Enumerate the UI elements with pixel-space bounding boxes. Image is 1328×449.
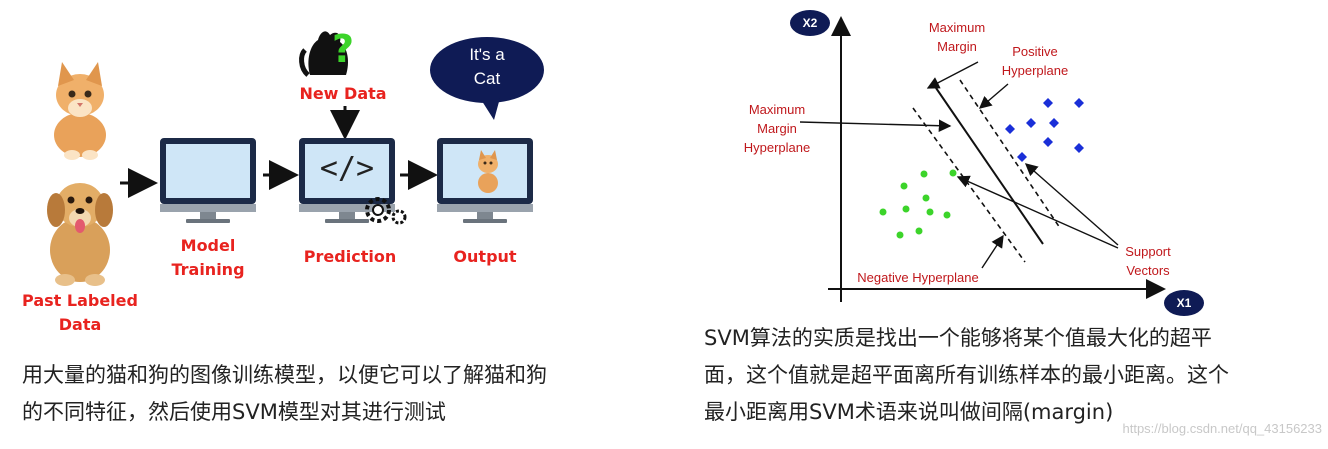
ml-pipeline-diagram: ? [47,27,544,286]
unknown-cat-icon [299,31,348,77]
positive-hyperplane-line [959,79,1061,229]
maximum-margin-hyperplane-label: Maximum Margin Hyperplane [743,102,811,155]
x1-axis-badge: X1 [1164,290,1204,316]
negative-hyperplane-line [912,107,1026,263]
left-caption: 用大量的猫和狗的图像训练模型，以便它可以了解猫和狗 的不同特征，然后使用SVM模… [22,363,547,424]
negative-hyperplane-label: Negative Hyperplane [857,270,979,285]
output-kitten-image [478,150,498,193]
gears-icon [365,197,407,225]
speech-bubble-text: It's a Cat [469,45,505,88]
svm-caption: SVM算法的实质是找出一个能够将某个值最大化的超平 面，这个值就是超平面离所有训… [704,326,1229,424]
prediction-monitor-icon [299,138,395,223]
positive-hyperplane-pointer-arrow [978,83,1009,109]
puppy-image [47,183,113,286]
negative-hyperplane-pointer-arrow [981,234,1004,269]
kitten-image [54,62,106,160]
positive-hyperplane-label: Positive Hyperplane [1001,44,1069,78]
maximum-margin-label: Maximum Margin [928,20,986,54]
maximum-margin-hyperplane-line [935,87,1044,245]
question-mark-icon: ? [332,27,354,71]
model-training-monitor-icon [160,138,256,223]
support-vector-arrow-negative [956,175,1119,249]
speech-bubble [430,37,544,120]
positive-class-points [1005,98,1084,162]
support-vector-arrow-positive [1024,163,1119,246]
x2-axis-badge: X2 [790,10,830,36]
watermark-text: https://blog.csdn.net/qq_43156233 [1122,421,1323,436]
past-labeled-data-label: Past Labeled Data [22,291,138,334]
margin-pointer-arrow [926,61,979,89]
negative-class-points [879,169,957,239]
new-data-label: New Data [299,84,387,103]
svm-diagram [799,16,1166,302]
model-training-label: Model Training [171,236,245,279]
output-label: Output [453,247,517,266]
code-symbol: </> [319,151,375,186]
prediction-label: Prediction [303,247,397,266]
max-margin-hyperplane-pointer-arrow [799,119,952,132]
support-vectors-label: Support Vectors [1125,244,1171,278]
